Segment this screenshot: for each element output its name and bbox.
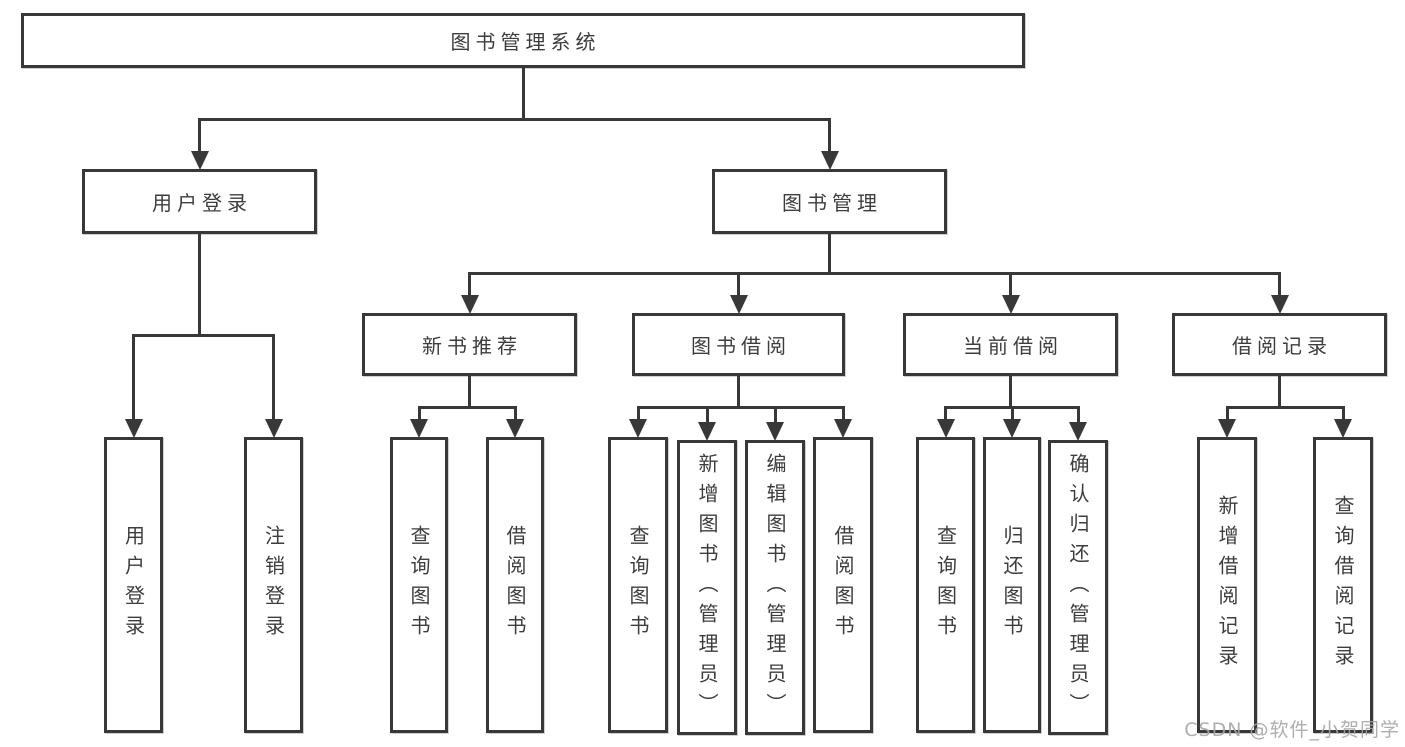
connector-shaft-query-books-rec xyxy=(417,407,421,423)
connector-branch-user-login-group xyxy=(132,333,275,337)
connector-shaft-borrow-books-borrow xyxy=(841,407,845,423)
arrowhead-logout xyxy=(264,419,283,438)
node-current-borrow: 当前借阅 xyxy=(903,313,1118,376)
connector-stem-current-borrow xyxy=(1009,376,1012,407)
arrowhead-return-books xyxy=(1003,419,1021,438)
connector-stem-borrow-records xyxy=(1278,376,1281,407)
connector-stem-root xyxy=(521,68,525,119)
node-label-book-borrow: 图书借阅 xyxy=(691,334,791,358)
node-label-query-books-rec: 查询图书 xyxy=(407,525,431,645)
connector-shaft-book-mgmt xyxy=(828,119,831,155)
connector-shaft-add-books-admin xyxy=(705,407,709,426)
arrowhead-query-books-rec xyxy=(410,419,428,438)
connector-shaft-query-books-borrow xyxy=(636,407,640,423)
arrowhead-borrow-records xyxy=(1270,295,1289,314)
arrowhead-add-books-admin xyxy=(698,422,716,441)
arrowhead-current-borrow xyxy=(1001,295,1020,314)
node-label-edit-books-admin: 编辑图书（管理员） xyxy=(763,452,787,723)
node-label-return-books: 归还图书 xyxy=(1000,525,1024,645)
node-label-query-books-current: 查询图书 xyxy=(933,525,958,645)
connector-stem-new-book-rec xyxy=(468,376,471,407)
connector-branch-book-borrow xyxy=(636,405,845,409)
node-user-login: 用户登录 xyxy=(104,437,163,733)
connector-branch-root xyxy=(198,117,831,121)
node-label-add-books-admin: 新增图书（管理员） xyxy=(695,452,719,723)
node-label-user-login-group: 用户登录 xyxy=(152,191,252,215)
node-label-new-book-rec: 新书推荐 xyxy=(422,334,522,358)
connector-shaft-add-borrow-record xyxy=(1225,407,1229,423)
node-label-query-books-borrow: 查询图书 xyxy=(626,525,650,645)
node-label-current-borrow: 当前借阅 xyxy=(963,334,1063,358)
arrowhead-new-book-rec xyxy=(460,295,479,314)
connector-shaft-query-borrow-record xyxy=(1341,407,1345,423)
node-query-borrow-record: 查询借阅记录 xyxy=(1313,437,1373,733)
arrowhead-edit-books-admin xyxy=(766,422,784,441)
connector-stem-user-login-group xyxy=(198,234,201,335)
node-label-root: 图书管理系统 xyxy=(450,30,601,54)
arrowhead-user-login xyxy=(124,419,143,438)
node-borrow-books-rec: 借阅图书 xyxy=(486,437,544,733)
arrowhead-query-books-current xyxy=(936,419,955,438)
arrowhead-book-borrow xyxy=(729,295,748,314)
node-label-add-borrow-record: 新增借阅记录 xyxy=(1215,495,1239,675)
node-query-books-current: 查询图书 xyxy=(916,437,975,733)
connector-branch-book-mgmt xyxy=(468,271,1281,275)
connector-shaft-user-login xyxy=(132,335,135,423)
node-add-borrow-record: 新增借阅记录 xyxy=(1197,437,1257,733)
node-borrow-records: 借阅记录 xyxy=(1172,313,1387,376)
connector-branch-borrow-records xyxy=(1225,405,1345,409)
node-label-query-borrow-record: 查询借阅记录 xyxy=(1331,495,1355,675)
connector-shaft-edit-books-admin xyxy=(773,407,777,426)
connector-shaft-query-books-current xyxy=(944,407,947,423)
node-query-books-rec: 查询图书 xyxy=(390,437,448,733)
node-edit-books-admin: 编辑图书（管理员） xyxy=(745,440,805,735)
connector-shaft-new-book-rec xyxy=(468,273,471,299)
arrowhead-query-borrow-record xyxy=(1334,419,1352,438)
node-borrow-books-borrow: 借阅图书 xyxy=(813,437,873,733)
connector-stem-book-borrow xyxy=(737,376,740,407)
connector-shaft-borrow-books-rec xyxy=(513,407,517,423)
arrowhead-book-mgmt xyxy=(820,151,839,170)
arrowhead-borrow-books-borrow xyxy=(834,419,852,438)
node-logout: 注销登录 xyxy=(244,437,303,733)
node-label-borrow-books-borrow: 借阅图书 xyxy=(831,525,855,645)
connector-shaft-confirm-return-admin xyxy=(1076,407,1080,426)
connector-branch-new-book-rec xyxy=(417,405,517,409)
node-label-book-mgmt: 图书管理 xyxy=(782,191,882,215)
arrowhead-user-login-group xyxy=(190,151,209,170)
connector-stem-book-mgmt xyxy=(828,234,831,273)
watermark: CSDN @软件_小贺同学 xyxy=(1184,719,1400,741)
connector-shaft-current-borrow xyxy=(1009,273,1012,299)
arrowhead-confirm-return-admin xyxy=(1069,422,1087,441)
node-label-borrow-books-rec: 借阅图书 xyxy=(503,525,527,645)
node-book-borrow: 图书借阅 xyxy=(632,313,845,376)
node-user-login-group: 用户登录 xyxy=(82,169,317,234)
connector-shaft-user-login-group xyxy=(198,119,201,155)
arrowhead-query-books-borrow xyxy=(629,419,647,438)
node-label-borrow-records: 借阅记录 xyxy=(1232,334,1332,358)
node-add-books-admin: 新增图书（管理员） xyxy=(677,440,737,735)
node-root: 图书管理系统 xyxy=(21,13,1025,68)
node-confirm-return-admin: 确认归还（管理员） xyxy=(1048,440,1108,735)
connector-shaft-return-books xyxy=(1010,407,1014,423)
node-label-user-login: 用户登录 xyxy=(121,525,146,645)
node-return-books: 归还图书 xyxy=(983,437,1041,733)
node-label-confirm-return-admin: 确认归还（管理员） xyxy=(1066,452,1090,723)
node-book-mgmt: 图书管理 xyxy=(712,169,947,234)
connector-shaft-logout xyxy=(272,335,275,423)
node-query-books-borrow: 查询图书 xyxy=(608,437,668,733)
arrowhead-borrow-books-rec xyxy=(506,419,524,438)
connector-shaft-borrow-records xyxy=(1278,273,1281,299)
node-new-book-rec: 新书推荐 xyxy=(362,313,577,376)
connector-shaft-book-borrow xyxy=(737,273,740,299)
node-label-logout: 注销登录 xyxy=(261,525,286,645)
arrowhead-add-borrow-record xyxy=(1218,419,1236,438)
